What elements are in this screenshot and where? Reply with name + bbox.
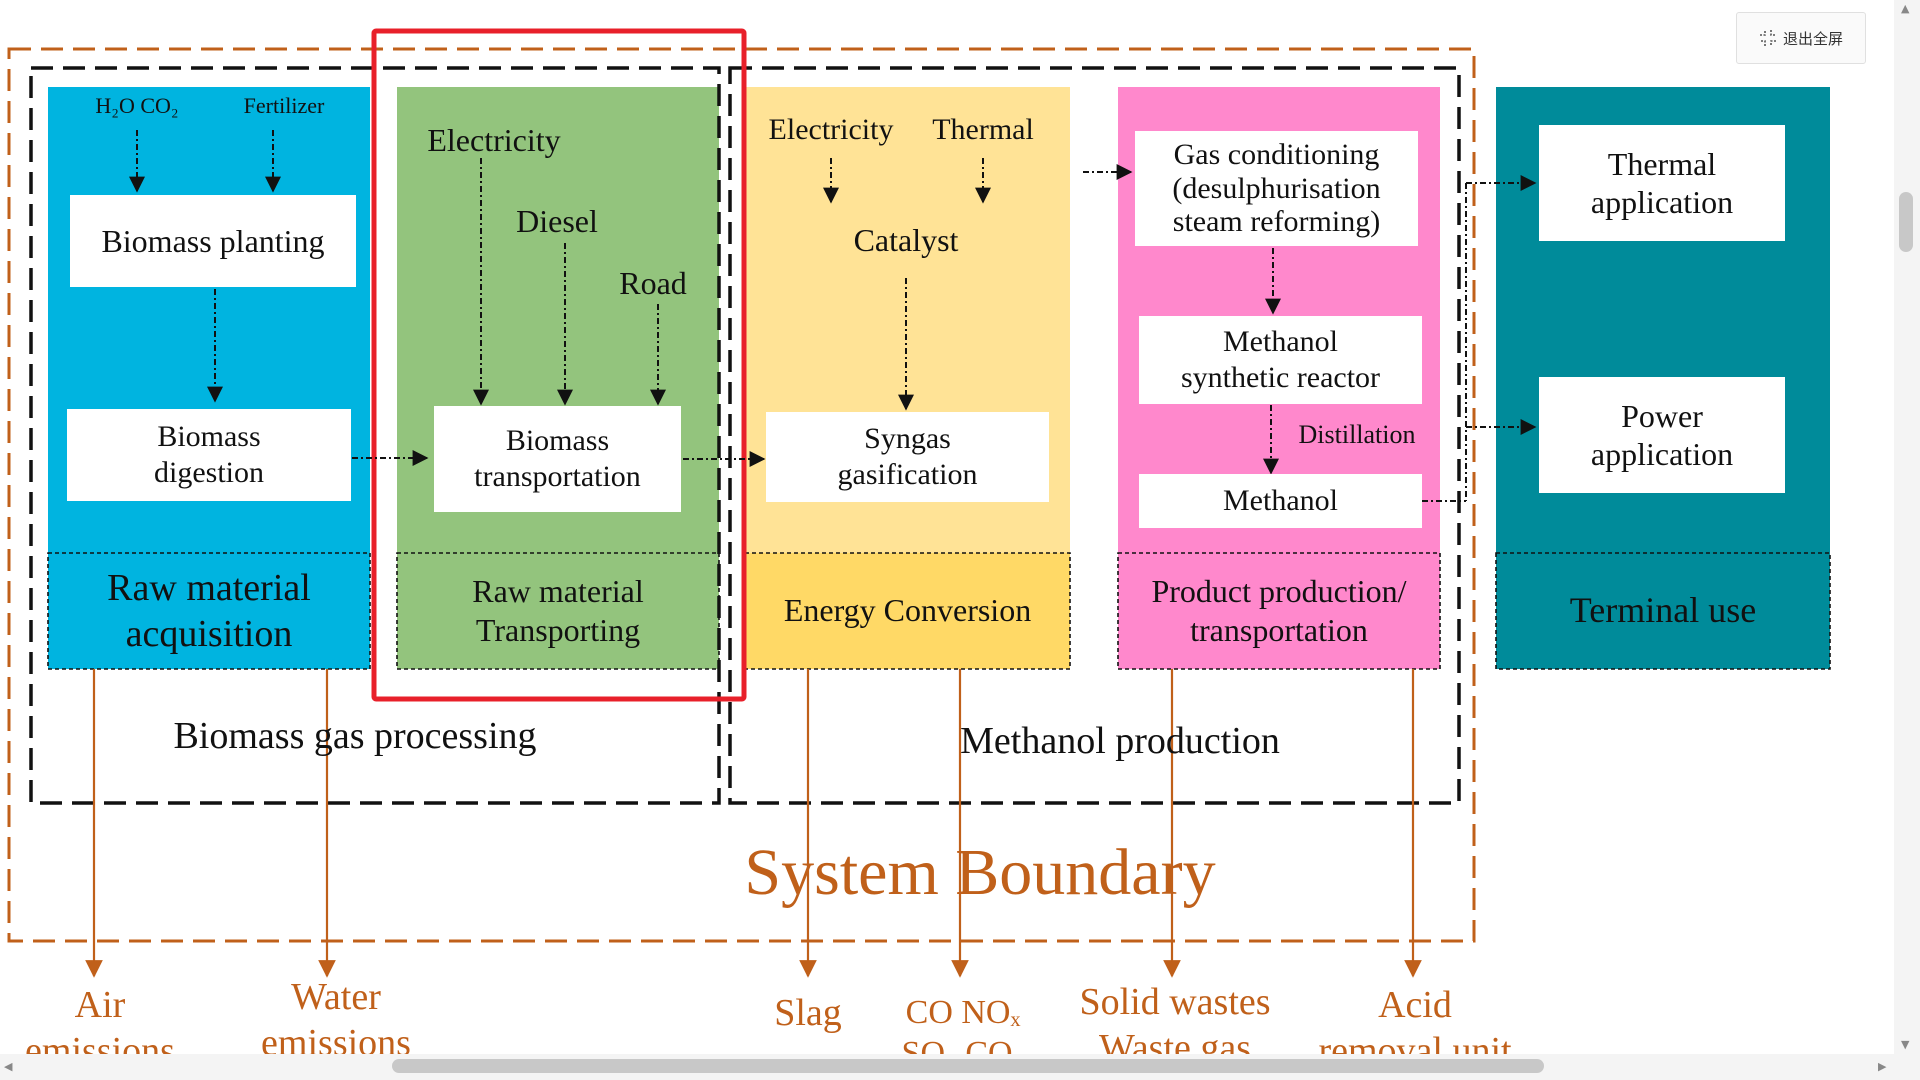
- energy-label-band: [745, 553, 1070, 669]
- input-catalyst: Catalyst: [853, 222, 959, 258]
- box-syngas-gasification: Syngas gasification: [766, 412, 1049, 502]
- transport-panel: [397, 87, 719, 669]
- box-methanol: Methanol: [1139, 474, 1422, 528]
- highlight-rectangle: [371, 28, 747, 702]
- vertical-scrollbar[interactable]: [1894, 0, 1920, 1080]
- box-gas-conditioning: Gas conditioning (desulphurisation steam…: [1135, 131, 1418, 246]
- vertical-scroll-thumb[interactable]: [1899, 192, 1913, 252]
- group-label-biomass-gas-processing: Biomass gas processing: [173, 715, 537, 757]
- input-thermal: Thermal: [932, 113, 1034, 146]
- stage-label-terminal: Terminal use: [1569, 590, 1757, 631]
- input-road: Road: [619, 265, 687, 301]
- biomass-gas-processing-frame: [29, 66, 721, 805]
- scroll-left-arrow-icon[interactable]: ◀: [4, 1060, 13, 1073]
- methanol-production-frame: [728, 66, 1461, 805]
- input-h2o-co2: H₂O CO₂: [95, 93, 179, 118]
- label-distillation: Distillation: [1298, 420, 1416, 449]
- energy-label-frame: [744, 552, 1071, 670]
- acquisition-label-frame: [47, 552, 371, 670]
- terminal-label-frame: [1495, 552, 1831, 670]
- exit-fullscreen-icon: [1759, 30, 1776, 46]
- box-thermal-application: Thermal application: [1539, 125, 1785, 241]
- stage-label-transport: Raw material Transporting: [472, 572, 644, 648]
- box-biomass-transportation: Biomass transportation: [434, 406, 681, 512]
- system-boundary-title: System Boundary: [744, 836, 1216, 909]
- scroll-down-arrow-icon[interactable]: ▼: [1901, 1038, 1910, 1051]
- stage-label-energy: Energy Conversion: [783, 592, 1032, 629]
- horizontal-scroll-thumb[interactable]: [392, 1059, 1544, 1073]
- acquisition-panel: [48, 87, 370, 669]
- input-diesel: Diesel: [516, 203, 598, 239]
- stage-label-product: Product production/ transportation: [1151, 572, 1407, 648]
- box-biomass-digestion: Biomass digestion: [67, 409, 351, 501]
- box-biomass-planting: Biomass planting: [70, 195, 356, 287]
- exit-fullscreen-button[interactable]: 退出全屏: [1736, 12, 1866, 64]
- box-methanol-reactor: Methanol synthetic reactor: [1139, 316, 1422, 404]
- emission-water: Water emissions: [261, 976, 411, 1064]
- exit-fullscreen-label: 退出全屏: [1782, 29, 1843, 48]
- stage-label-acquisition: Raw material acquisition: [107, 566, 311, 655]
- product-label-frame: [1117, 552, 1441, 670]
- group-label-methanol-production: Methanol production: [960, 720, 1280, 762]
- input-electricity-energy: Electricity: [768, 113, 894, 146]
- box-power-application: Power application: [1539, 377, 1785, 493]
- input-fertilizer: Fertilizer: [243, 93, 325, 118]
- emission-slag: Slag: [774, 992, 842, 1034]
- system-boundary-frame: [7, 47, 1476, 943]
- scroll-right-arrow-icon[interactable]: ▶: [1878, 1060, 1887, 1073]
- scroll-up-arrow-icon[interactable]: ▲: [1901, 2, 1910, 15]
- input-electricity-transport: Electricity: [427, 122, 561, 158]
